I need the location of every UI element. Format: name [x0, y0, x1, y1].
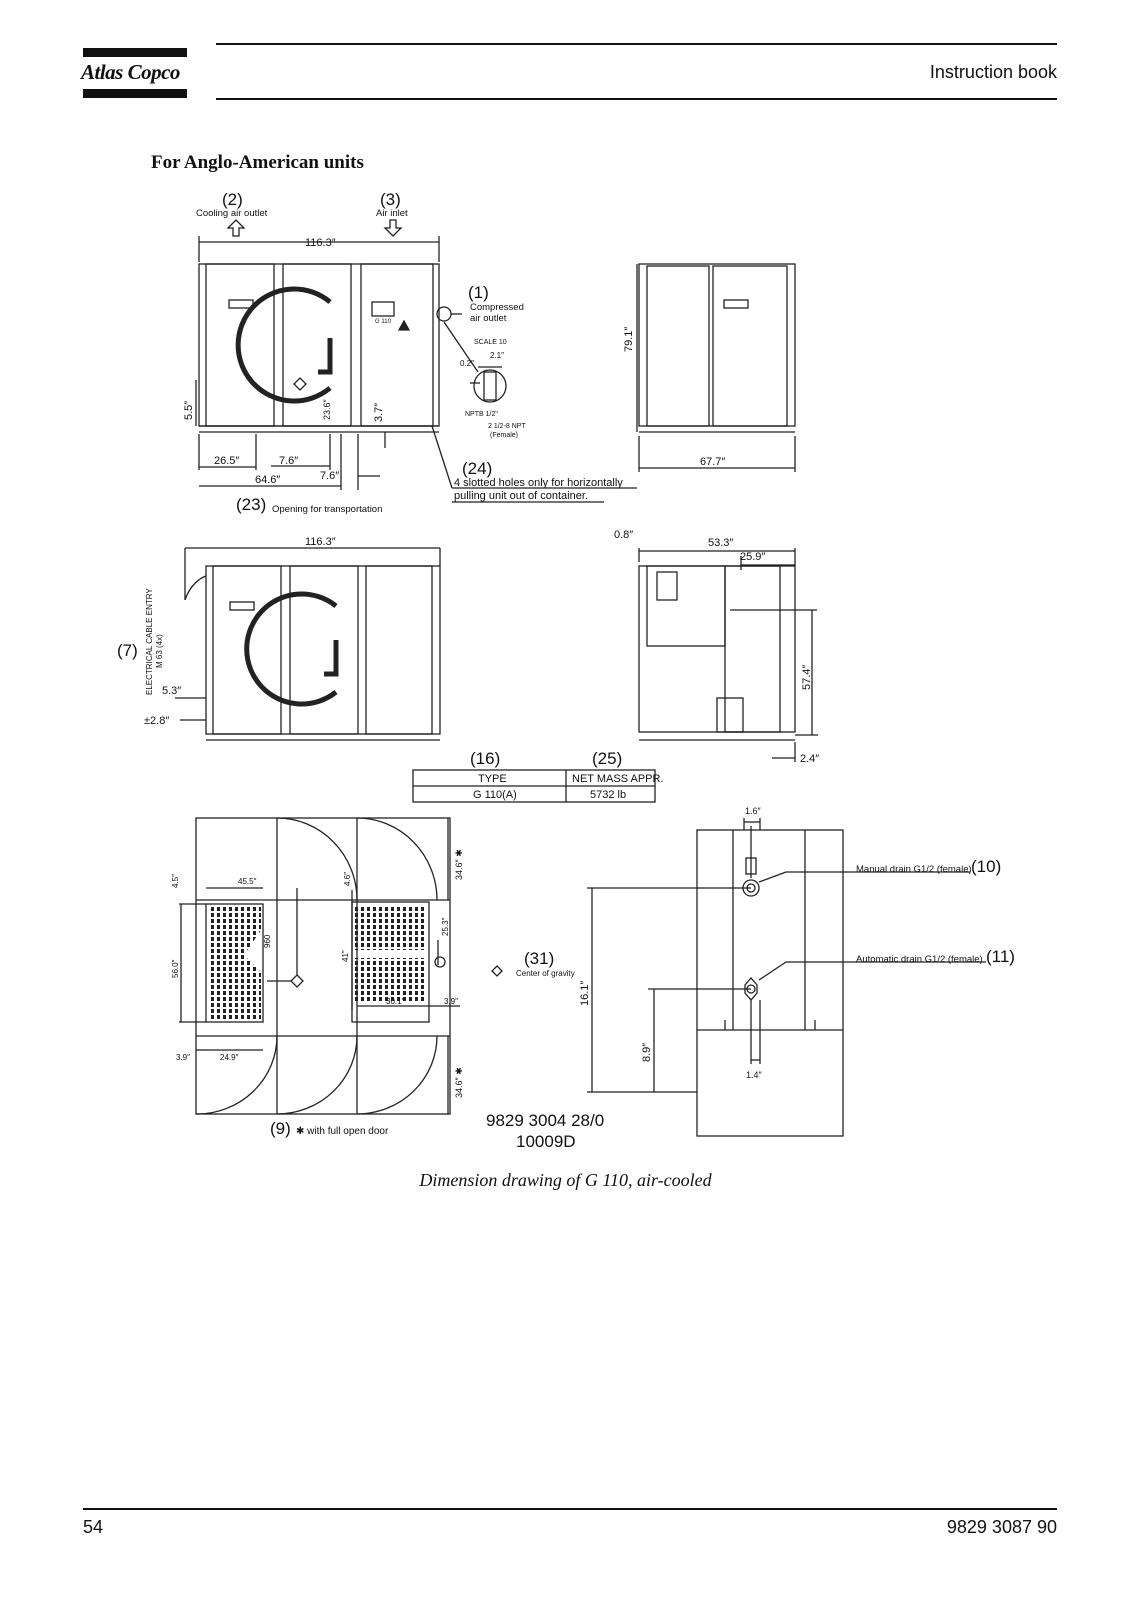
- callout-1: (1): [468, 283, 489, 302]
- dim-30-1: 30.1″: [386, 997, 405, 1006]
- dim-25-9: 25.9″: [740, 551, 765, 563]
- dim-0-8: 0.8″: [614, 529, 633, 541]
- callout-16: (16): [470, 749, 500, 768]
- dim-34-6b: 34.6″ ✱: [454, 1067, 464, 1098]
- brand-logo: Atlas Copco: [81, 60, 180, 84]
- label-g110: G 110: [375, 319, 392, 325]
- dim-56: 56.0″: [171, 959, 180, 978]
- table-type-header: TYPE: [478, 773, 507, 785]
- dim-25-3: 25.3″: [441, 917, 450, 936]
- callout-3: (3): [380, 190, 401, 209]
- dim-45-5: 45.5″: [238, 877, 257, 886]
- dim-2-8: ±2.8″: [144, 715, 169, 727]
- dim-26-5: 26.5″: [214, 455, 239, 467]
- label-manual-drain: Manual drain G1/2 (female): [856, 864, 972, 875]
- dim-2-1: 2.1″: [490, 351, 504, 360]
- callout-7: (7): [117, 641, 138, 660]
- callout-2: (2): [222, 190, 243, 209]
- label-opening-transport: Opening for transportation: [272, 504, 382, 515]
- dim-67-7: 67.7″: [700, 456, 725, 468]
- dim-1-4: 1.4″: [746, 1070, 763, 1080]
- dim-7-6a: 7.6″: [279, 455, 298, 467]
- callout-31: (31): [524, 949, 554, 968]
- callout-10: (10): [971, 857, 1001, 876]
- label-air-inlet: Air inlet: [376, 208, 408, 219]
- figure-caption: Dimension drawing of G 110, air-cooled: [419, 1170, 712, 1190]
- callout-9: (9): [270, 1119, 291, 1138]
- dim-57-4: 57.4″: [801, 665, 813, 690]
- table-mass-header: NET MASS APPR.: [572, 773, 664, 785]
- dim-1-6: 1.6″: [745, 806, 762, 816]
- section-title: For Anglo-American units: [151, 152, 364, 173]
- dim-4-6: 4.6″: [343, 872, 352, 886]
- dim-3-9a: 3.9″: [444, 997, 458, 1006]
- dim-8-9: 8.9″: [641, 1043, 653, 1062]
- logo-bar-bottom: [83, 89, 187, 98]
- dim-34-6a: 34.6″ ✱: [454, 849, 464, 880]
- label-center-gravity: Center of gravity: [516, 969, 575, 978]
- dim-79: 79.1″: [623, 327, 635, 352]
- callout-24: (24): [462, 459, 492, 478]
- dim-41: 41″: [341, 950, 350, 962]
- dim-116-mid: 116.3″: [305, 536, 336, 548]
- callout-25: (25): [592, 749, 622, 768]
- label-air-outlet: air outlet: [470, 313, 507, 324]
- grille-right-upper: [355, 906, 427, 950]
- table-type-value: G 110(A): [473, 789, 517, 801]
- label-slotted-2: pulling unit out of container.: [454, 490, 588, 502]
- logo-bar-top: [83, 48, 187, 57]
- label-full-open-door: ✱ with full open door: [296, 1126, 389, 1137]
- dim-64-6: 64.6″: [255, 474, 280, 486]
- header-title: Instruction book: [929, 62, 1057, 82]
- drawing-code: 10009D: [516, 1132, 576, 1151]
- dim-7-6b: 7.6″: [320, 470, 339, 482]
- label-female: (Female): [490, 432, 518, 439]
- label-electrical-1: ELECTRICAL CABLE ENTRY: [145, 588, 154, 695]
- page-number: 54: [83, 1517, 104, 1537]
- dim-2-4: 2.4″: [800, 753, 819, 765]
- label-automatic-drain: Automatic drain G1/2 (female): [856, 954, 983, 965]
- table-mass-value: 5732 lb: [590, 789, 626, 801]
- label-electrical-2: M 63 (4x): [155, 634, 164, 668]
- dim-116-top: 116.3″: [305, 237, 336, 249]
- dim-4-5: 4.5″: [171, 874, 180, 888]
- label-compressed: Compressed: [470, 302, 524, 313]
- label-slotted-1: 4 slotted holes only for horizontally: [454, 477, 623, 489]
- dim-0-2: 0.2″: [460, 359, 474, 368]
- dim-23-6: 23.6″: [322, 398, 332, 420]
- label-npt-2: 2 1/2-8 NPT: [488, 423, 526, 430]
- footer-rule: [83, 1508, 1057, 1510]
- label-cooling-air-outlet: Cooling air outlet: [196, 208, 268, 219]
- dim-24-9: 24.9″: [220, 1053, 239, 1062]
- label-scale: SCALE 10: [474, 339, 507, 346]
- dim-5-3: 5.3″: [162, 685, 181, 697]
- dim-53-3: 53.3″: [708, 537, 733, 549]
- dim-3-9b: 3.9″: [176, 1053, 190, 1062]
- callout-23: (23): [236, 495, 266, 514]
- drawing-number: 9829 3004 28/0: [486, 1111, 604, 1130]
- grille-left: [209, 906, 261, 1020]
- dim-960: 960: [263, 934, 272, 948]
- dim-5-5: 5.5″: [183, 401, 195, 420]
- header-rule-bottom: [216, 98, 1057, 100]
- dim-3-7: 3.7″: [373, 403, 385, 422]
- header-rule-top: [216, 43, 1057, 45]
- label-npt-half: NPTB 1/2": [465, 411, 498, 418]
- grille-right-lower: [355, 958, 427, 1002]
- dim-16-1: 16.1″: [579, 981, 591, 1006]
- document-number: 9829 3087 90: [946, 1517, 1057, 1537]
- callout-11: (11): [986, 947, 1015, 966]
